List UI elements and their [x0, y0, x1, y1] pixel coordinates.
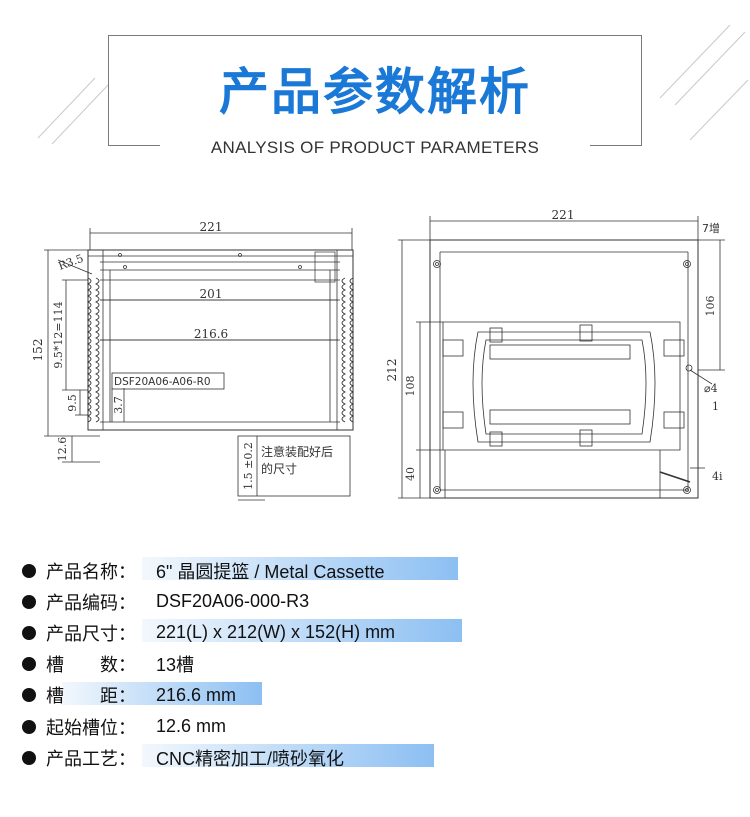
- dim-right-upper: 108: [404, 376, 417, 397]
- spec-value: 12.6 mm: [156, 716, 227, 737]
- note-line-1: 注意装配好后: [261, 444, 333, 459]
- note-line-2: 的尺寸: [261, 461, 297, 476]
- note-right-bottom: 4i: [712, 470, 723, 483]
- dim-slot-stack: 9.5*12=114: [52, 301, 65, 368]
- spec-label: 产品尺寸：: [46, 623, 136, 645]
- bullet-icon: [22, 657, 36, 672]
- dim-slot-depth: 3.7: [112, 396, 125, 414]
- note-right-top: 7增: [702, 221, 720, 235]
- spec-label: 槽 距：: [46, 686, 136, 708]
- spec-row-process: 产品工艺： CNC精密加工/喷砂氧化: [22, 742, 434, 773]
- page-subtitle: ANALYSIS OF PRODUCT PARAMETERS: [210, 138, 540, 157]
- spec-value: DSF20A06-000-R3: [156, 591, 310, 612]
- spec-value: CNC精密加工/喷砂氧化: [156, 748, 344, 769]
- spec-highlight: [142, 744, 434, 768]
- spec-value: 221(L) x 212(W) x 152(H) mm: [156, 622, 396, 643]
- technical-drawing: 221 201 216.6 R3.5 152 9.5*12=114 9.5 3.…: [31, 208, 725, 501]
- spec-value: 216.6 mm: [156, 684, 237, 705]
- decorative-lines-right: [659, 24, 749, 141]
- spec-row-code: 产品编码： DSF20A06-000-R3: [22, 586, 403, 617]
- spec-list: 产品名称： 6" 晶圆提篮 / Metal Cassette 产品编码： DSF…: [22, 555, 462, 773]
- bullet-icon: [22, 594, 36, 609]
- spec-row-start: 起始槽位： 12.6 mm: [22, 711, 403, 742]
- spec-value: 13槽: [156, 655, 195, 676]
- spec-highlight: [142, 557, 458, 580]
- bullet-icon: [22, 563, 36, 578]
- spec-row-name: 产品名称： 6" 晶圆提篮 / Metal Cassette: [22, 555, 458, 586]
- dim-right-height: 212: [385, 359, 399, 382]
- bullet-icon: [22, 688, 36, 703]
- spec-label: 槽 数：: [46, 655, 136, 677]
- spec-row-size: 产品尺寸： 221(L) x 212(W) x 152(H) mm: [22, 617, 462, 648]
- spec-value: 6" 晶圆提篮 / Metal Cassette: [156, 561, 385, 582]
- dim-overall-length: 221: [200, 220, 223, 234]
- dim-right-lower: 40: [404, 467, 417, 481]
- bullet-icon: [22, 719, 36, 734]
- bullet-icon: [22, 750, 36, 765]
- spec-highlight: [142, 619, 462, 643]
- spec-row-slots: 槽 数： 13槽: [22, 649, 403, 680]
- dim-slot-pitch: 9.5: [66, 394, 79, 412]
- note-right-dia: ⌀4: [704, 382, 718, 395]
- spec-highlight: [62, 681, 262, 705]
- dim-right-length: 221: [552, 208, 575, 222]
- dim-inner-length: 201: [200, 287, 223, 301]
- spec-label: 产品工艺：: [46, 748, 136, 770]
- spec-label: 产品名称：: [46, 561, 136, 583]
- dim-right-side: 106: [704, 296, 717, 317]
- spec-label: 起始槽位：: [46, 717, 136, 739]
- dim-tolerance: 1.5 ±0.2: [242, 442, 255, 490]
- dim-height: 152: [31, 339, 45, 362]
- decorative-lines-left: [37, 77, 109, 145]
- note-right-one: 1: [712, 400, 719, 413]
- dim-pitch-length: 216.6: [194, 327, 228, 341]
- page-title: 产品参数解析: [219, 63, 531, 121]
- dim-start: 12.6: [56, 437, 69, 462]
- subtitle-wrap: ANALYSIS OF PRODUCT PARAMETERS: [160, 136, 590, 160]
- spec-label: 产品编码：: [46, 592, 136, 614]
- bullet-icon: [22, 625, 36, 640]
- part-code: DSF20A06-A06-R0: [114, 376, 211, 388]
- spec-row-pitch: 槽 距： 216.6 mm: [22, 680, 403, 711]
